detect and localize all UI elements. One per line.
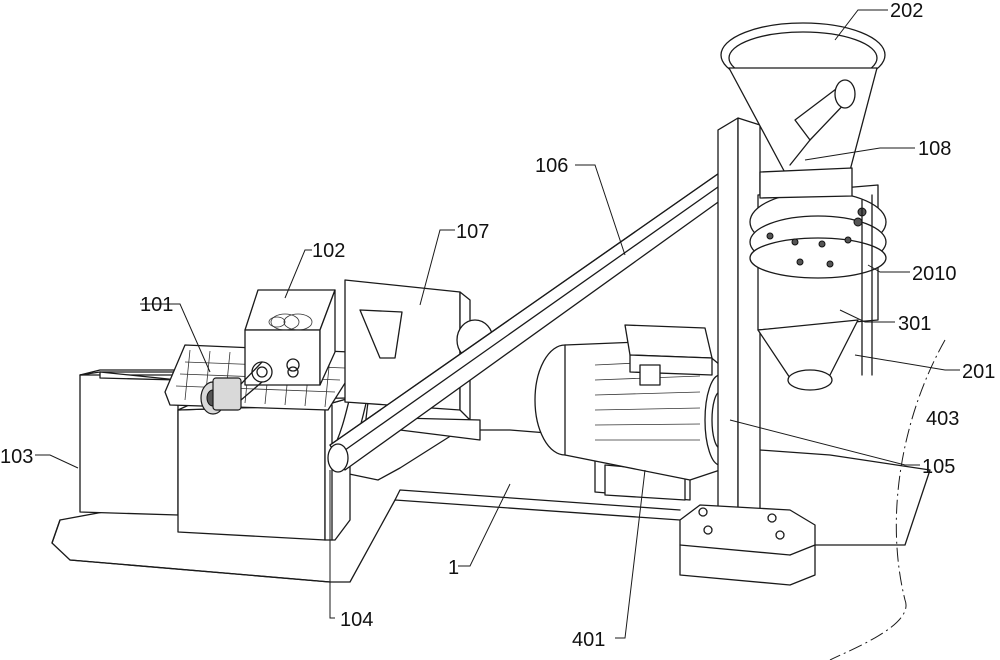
grinding-mill	[749, 184, 887, 391]
label-301: 301	[898, 313, 931, 335]
label-403: 403	[926, 408, 959, 430]
support-column	[679, 117, 816, 586]
label-104: 104	[340, 609, 373, 631]
label-105: 105	[922, 456, 955, 478]
conveyor-pipe	[327, 154, 761, 473]
crusher-housing	[177, 397, 351, 541]
label-103: 103	[0, 446, 33, 468]
label-108: 108	[918, 138, 951, 160]
label-106: 106	[535, 155, 568, 177]
label-1: 1	[448, 557, 459, 579]
feed-funnel	[720, 22, 886, 199]
small-motor	[200, 358, 300, 415]
leader-lines	[35, 9, 960, 639]
label-101: 101	[140, 294, 173, 316]
label-202: 202	[890, 0, 923, 22]
label-401: 401	[572, 629, 605, 651]
label-102: 102	[312, 240, 345, 262]
label-107: 107	[456, 221, 489, 243]
label-201: 201	[962, 361, 995, 383]
label-2010: 2010	[912, 263, 957, 285]
